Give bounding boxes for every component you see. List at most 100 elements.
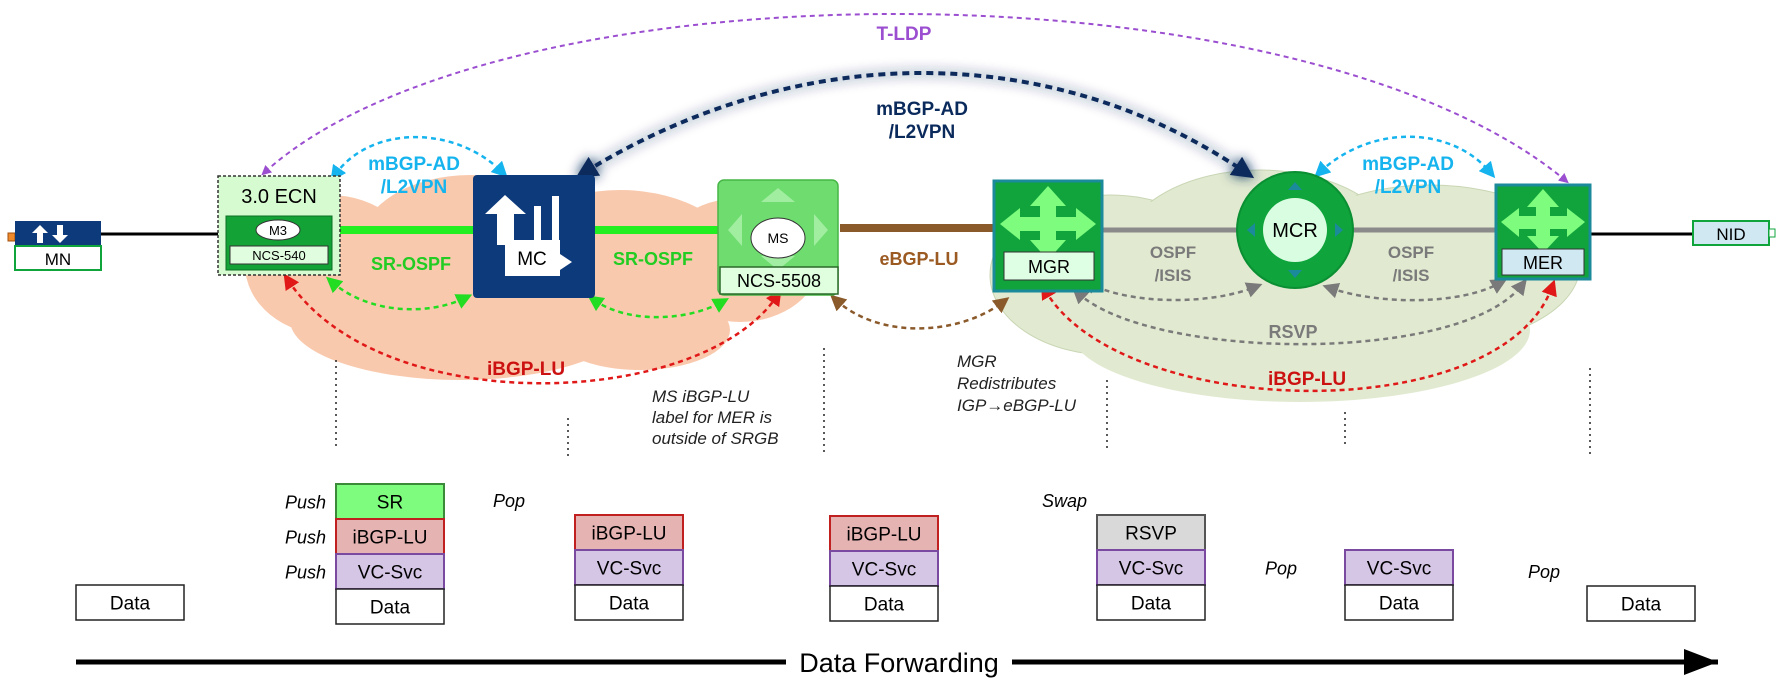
- m3-label: M3: [269, 223, 287, 238]
- nid-label: NID: [1716, 225, 1745, 244]
- stack-box-data: [1096, 584, 1206, 621]
- stack-operation: Pop: [493, 491, 525, 511]
- stack-label: SR: [377, 493, 403, 514]
- m3-badge: [255, 219, 301, 241]
- stage-separators: [335, 348, 1591, 458]
- ms-note: MS iBGP-LU label for MER is outside of S…: [652, 387, 779, 448]
- mn-label: MN: [45, 250, 71, 269]
- stack-label: RSVP: [1125, 524, 1177, 545]
- stack-box-data: [75, 584, 185, 621]
- mcr-device[interactable]: MCR: [1236, 171, 1354, 289]
- stack-box-data: [574, 584, 684, 621]
- tldp-label: T-LDP: [877, 24, 932, 45]
- tldp-arc: [261, 13, 1569, 184]
- stack-box-data: [1586, 585, 1696, 622]
- mer-label: MER: [1523, 253, 1563, 273]
- stack-box-vc-svc: [829, 550, 939, 587]
- ecn-title: 3.0 ECN: [241, 186, 317, 208]
- label-stack: Data: [75, 584, 185, 621]
- rsvp-label: RSVP: [1268, 322, 1317, 342]
- mn-device[interactable]: MN: [7, 221, 102, 271]
- sr-ospf-right-arc: [587, 295, 729, 319]
- stack-label: Data: [370, 598, 411, 619]
- mc-device[interactable]: MC: [473, 175, 595, 298]
- mgr-note-line-2: Redistributes: [957, 374, 1057, 393]
- ospf-isis-left-2: /ISIS: [1155, 266, 1192, 285]
- ms-device[interactable]: MS NCS-5508: [717, 179, 839, 296]
- stack-operation: Push: [285, 528, 326, 548]
- stack-operation: Pop: [1265, 559, 1297, 579]
- stack-box-data: [335, 588, 445, 625]
- stack-label: VC-Svc: [1367, 559, 1431, 580]
- rsvp-arc: [1072, 278, 1527, 346]
- ring-icon: [1247, 182, 1343, 278]
- stack-label: iBGP-LU: [353, 528, 428, 549]
- ms-label: MS: [768, 230, 789, 246]
- up-arrow-bars-icon: [485, 195, 572, 270]
- mbgp-left-label-2: /L2VPN: [381, 177, 448, 198]
- stack-box-vc-svc: [574, 549, 684, 586]
- stack-operation: Swap: [1042, 491, 1087, 511]
- mbgp-left-arc: [330, 135, 508, 182]
- ibgp-lu-right-label: iBGP-LU: [1268, 369, 1346, 390]
- nid-device[interactable]: NID: [1692, 220, 1776, 246]
- ibgp-lu-left-label: iBGP-LU: [487, 359, 565, 380]
- sr-ospf-label-2: SR-OSPF: [613, 249, 693, 269]
- mcr-label: MCR: [1272, 220, 1318, 242]
- ospf-isis-left-1: OSPF: [1150, 243, 1196, 262]
- stack-box-vc-svc: [1096, 549, 1206, 586]
- mbgp-center-label-1: mBGP-AD: [876, 99, 968, 120]
- up-down-arrows-icon: [32, 225, 68, 243]
- stack-box-ibgp-lu: [335, 518, 445, 555]
- mgr-device[interactable]: MGR: [992, 179, 1104, 293]
- ebgp-lu-label: eBGP-LU: [879, 249, 958, 269]
- mgr-note: MGR Redistributes IGP→eBGP-LU: [957, 352, 1077, 415]
- mgr-note-line-3: IGP→eBGP-LU: [957, 396, 1077, 415]
- mbgp-right-label-1: mBGP-AD: [1362, 154, 1454, 175]
- stack-label: Data: [1621, 595, 1662, 616]
- stack-label: VC-Svc: [852, 560, 916, 581]
- ncs5508-label: NCS-5508: [737, 271, 821, 291]
- stack-label: iBGP-LU: [592, 524, 667, 545]
- stack-label: VC-Svc: [1119, 559, 1183, 580]
- ospf-isis-right-1: OSPF: [1388, 243, 1434, 262]
- stack-label: VC-Svc: [597, 559, 661, 580]
- data-forwarding-arrow: Data Forwarding: [76, 648, 1718, 678]
- mgr-note-line-1: MGR: [957, 352, 997, 371]
- mc-label: MC: [517, 249, 547, 270]
- mbgp-center-label-2: /L2VPN: [889, 122, 956, 143]
- ms-note-line-1: MS iBGP-LU: [652, 387, 750, 406]
- data-forwarding-label: Data Forwarding: [799, 648, 999, 678]
- stack-box-data: [829, 585, 939, 622]
- ncs540-label: NCS-540: [252, 248, 305, 263]
- ecn-node[interactable]: 3.0 ECN M3 NCS-540: [217, 175, 341, 276]
- ibgp-right-arc: [1040, 279, 1557, 393]
- stack-box-sr: [335, 483, 445, 520]
- ebgp-arc: [830, 294, 1010, 330]
- stack-operation: Push: [285, 493, 326, 513]
- mbgp-left-label-1: mBGP-AD: [368, 154, 460, 175]
- ms-card-icon: [728, 188, 828, 270]
- stack-label: Data: [609, 594, 650, 615]
- four-way-arrows-icon: [1000, 186, 1096, 260]
- label-stacks: DataSRiBGP-LUVC-SvcDataPushPushPushiBGP-…: [75, 483, 1696, 625]
- ms-note-line-2: label for MER is: [652, 408, 772, 427]
- ms-note-line-3: outside of SRGB: [652, 429, 779, 448]
- mbgp-right-label-2: /L2VPN: [1375, 177, 1442, 198]
- stack-label: Data: [110, 594, 151, 615]
- stack-box-rsvp: [1096, 514, 1206, 551]
- four-way-arrows-icon: [1501, 189, 1585, 253]
- ospf-isis-right-2: /ISIS: [1393, 266, 1430, 285]
- ibgp-left-arc: [283, 273, 782, 385]
- mer-device[interactable]: MER: [1494, 183, 1592, 281]
- stack-box-data: [1344, 584, 1454, 621]
- stack-label: iBGP-LU: [847, 525, 922, 546]
- sr-ospf-label-1: SR-OSPF: [371, 254, 451, 274]
- stack-label: Data: [1131, 594, 1172, 615]
